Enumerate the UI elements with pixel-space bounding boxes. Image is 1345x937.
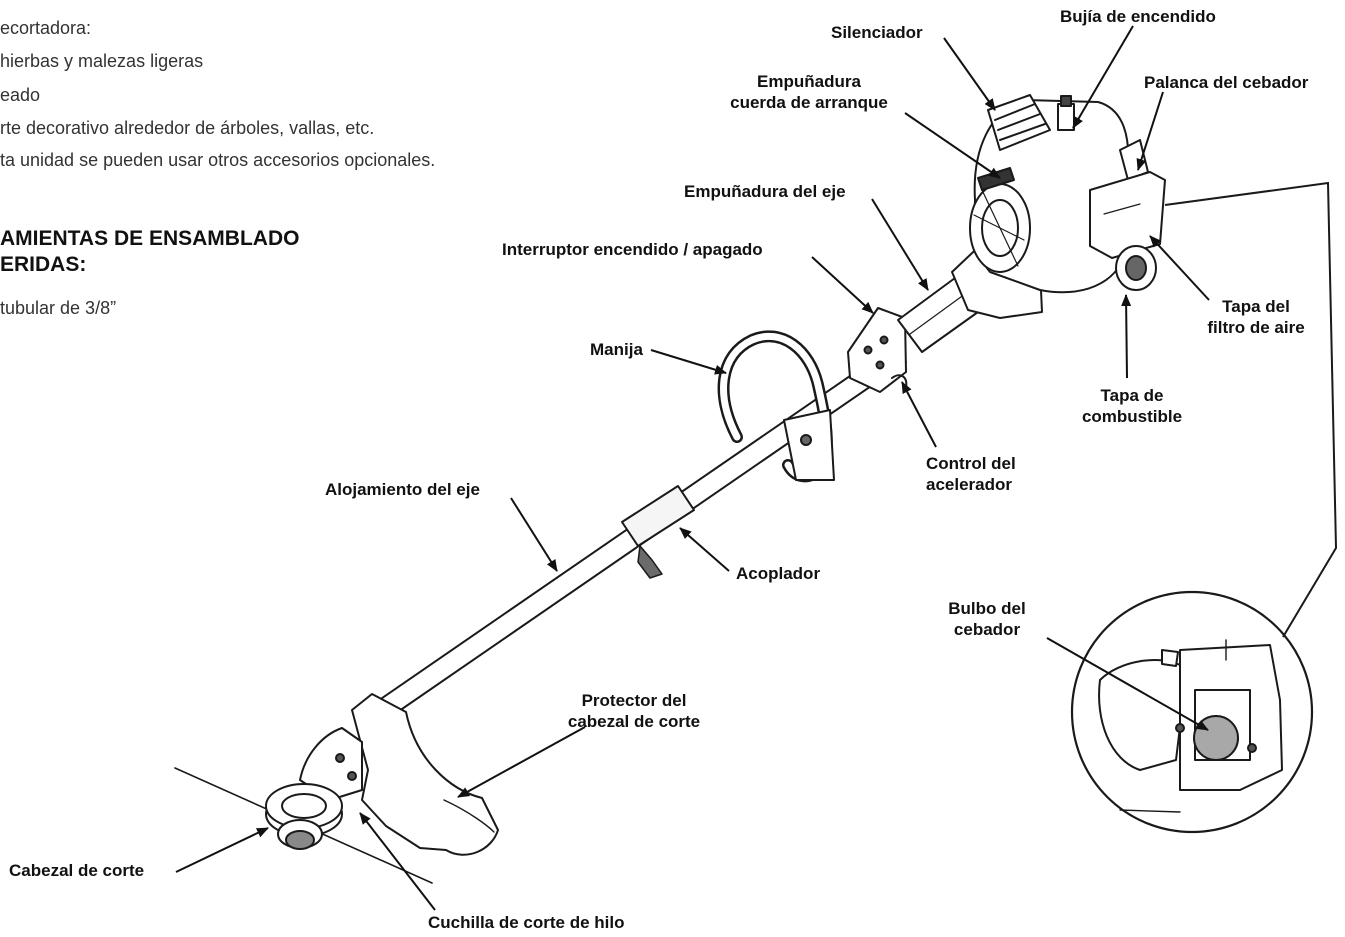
leader-cuchilla-hilo: [359, 812, 436, 911]
inset-connector: [1164, 181, 1338, 638]
intro-line-3: eado: [0, 85, 41, 105]
leader-lines: [175, 25, 1210, 911]
intro-text: ecortadora: hierbas y malezas ligeras ea…: [0, 0, 620, 330]
intro-line-2: hierbas y malezas ligeras: [0, 51, 204, 71]
label-protector-cabezal: Protector del cabezal de corte: [567, 691, 701, 731]
tools-heading-line-1: AMIENTAS DE ENSAMBLADO: [0, 227, 300, 250]
label-acoplador: Acoplador: [736, 564, 821, 583]
label-bujia: Bujía de encendido: [1060, 7, 1216, 26]
leader-empunadura-cuerda: [904, 112, 1001, 179]
label-palanca-cebador: Palanca del cebador: [1144, 73, 1309, 92]
label-control-acelerador: Control del acelerador: [926, 454, 1016, 494]
leader-protector-cabezal: [457, 726, 586, 798]
leader-empunadura-eje: [871, 198, 929, 291]
tools-item: tubular de 3/8”: [0, 298, 117, 318]
label-bulbo-cebador: Bulbo del cebador: [948, 599, 1026, 639]
leader-acoplador: [679, 527, 730, 572]
label-tapa-combustible: Tapa de combustible: [1081, 386, 1183, 426]
label-manija: Manija: [590, 340, 643, 359]
label-empunadura-cuerda: Empuñadura cuerda de arranque: [730, 72, 888, 112]
label-alojamiento-eje: Alojamiento del eje: [325, 480, 480, 499]
tools-heading-line-2: ERIDAS:: [0, 253, 87, 276]
label-interruptor: Interruptor encendido / apagado: [502, 240, 763, 259]
leader-bulbo-cebador: [1046, 637, 1209, 731]
label-empunadura-eje: Empuñadura del eje: [684, 182, 846, 201]
leader-palanca-cebador: [1136, 91, 1164, 171]
leader-cabezal-corte: [175, 827, 269, 873]
leader-alojamiento-eje: [510, 497, 558, 572]
leader-tapa-filtro: [1149, 235, 1210, 301]
intro-line-1: ecortadora:: [0, 18, 92, 38]
label-silenciador: Silenciador: [831, 23, 923, 42]
leader-tapa-combustible: [1121, 294, 1132, 379]
leader-interruptor: [811, 256, 874, 314]
leader-control-acelerador: [901, 381, 937, 448]
leader-silenciador: [943, 37, 996, 111]
leader-bujia: [1072, 25, 1134, 129]
intro-line-4: rte decorativo alrededor de árboles, val…: [0, 118, 375, 138]
label-tapa-filtro: Tapa del filtro de aire: [1207, 297, 1305, 337]
intro-line-5: ta unidad se pueden usar otros accesorio…: [0, 150, 436, 170]
leader-manija: [650, 349, 727, 375]
label-cuchilla-hilo: Cuchilla de corte de hilo: [428, 913, 625, 932]
trimmer-illustration: [174, 94, 1314, 884]
label-cabezal-corte: Cabezal de corte: [9, 861, 145, 880]
